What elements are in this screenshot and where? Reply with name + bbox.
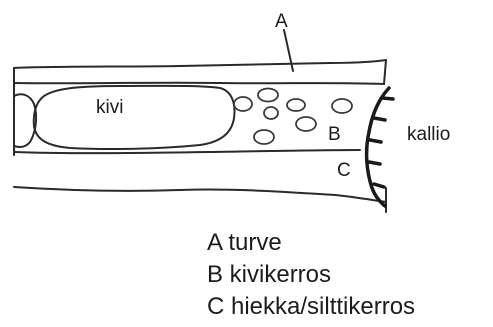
bedrock-tick bbox=[374, 184, 384, 187]
sand-layer-bottom-outline bbox=[14, 187, 386, 202]
pebble bbox=[332, 99, 352, 113]
peat-layer-right-edge bbox=[384, 60, 386, 84]
bedrock-label: kallio bbox=[407, 124, 450, 145]
peat-layer-top-outline bbox=[14, 60, 386, 68]
pebble bbox=[296, 117, 316, 131]
legend: A turve B kivikerros C hiekka/silttikerr… bbox=[207, 227, 415, 323]
bedrock-tick bbox=[374, 118, 385, 120]
pebble bbox=[258, 89, 278, 102]
bedrock-tick bbox=[382, 98, 393, 99]
pebble bbox=[264, 107, 278, 119]
pebble bbox=[234, 97, 252, 111]
stone-sand-boundary bbox=[14, 150, 360, 153]
legend-item-b: B kivikerros bbox=[207, 259, 415, 291]
layer-c-label: C bbox=[337, 160, 351, 181]
peat-stone-boundary bbox=[14, 83, 384, 84]
bedrock-tick bbox=[369, 162, 380, 164]
layer-b-label: B bbox=[328, 124, 341, 145]
bedrock-hatch-ticks bbox=[369, 98, 393, 187]
pebble bbox=[287, 99, 305, 111]
boulder-label: kivi bbox=[96, 97, 123, 118]
layer-a-label: A bbox=[275, 11, 288, 32]
bedrock-tick bbox=[370, 140, 381, 142]
pebble bbox=[254, 130, 274, 144]
boulder-outline bbox=[34, 86, 235, 149]
legend-item-a: A turve bbox=[207, 227, 415, 259]
legend-item-c: C hiekka/silttikerros bbox=[207, 291, 415, 323]
